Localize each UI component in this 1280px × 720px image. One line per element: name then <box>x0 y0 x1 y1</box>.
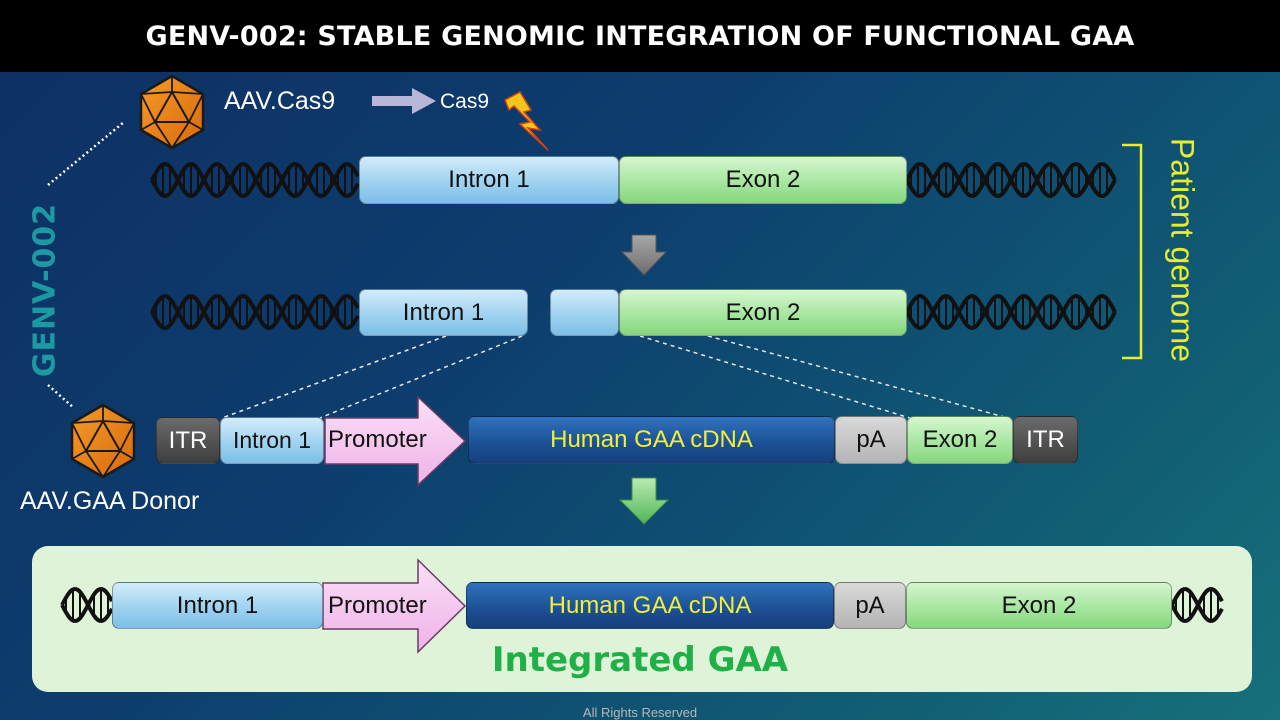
donor-itr-left: ITR <box>156 417 220 464</box>
cas9-arrow-icon <box>372 88 436 114</box>
down-arrow-green-icon <box>618 477 670 525</box>
aav-gaa-donor-label: AAV.GAA Donor <box>20 487 200 515</box>
donor-cdna: Human GAA cDNA <box>468 416 835 464</box>
genome-row1-exon: Exon 2 <box>619 156 907 204</box>
donor-intron: Intron 1 <box>220 417 324 464</box>
genome-row2-exon: Exon 2 <box>619 289 907 336</box>
result-cdna: Human GAA cDNA <box>466 582 834 629</box>
homology-lines <box>221 335 1009 419</box>
aav-cas9-virus-icon <box>139 74 205 150</box>
donor-promoter-label: Promoter <box>328 426 427 453</box>
promoter-arrow-donor <box>324 395 467 487</box>
integrated-gaa-caption: Integrated GAA <box>491 640 789 680</box>
genv-connector-top <box>47 121 125 186</box>
patient-genome-bracket <box>1122 143 1143 360</box>
genv-connector-bottom <box>47 384 75 409</box>
dna-helix-row2 <box>150 294 1117 330</box>
result-promoter-label: Promoter <box>328 592 427 619</box>
patient-genome-label: Patient genome <box>1164 137 1201 363</box>
aav-cas9-label: AAV.Cas9 <box>224 87 336 115</box>
aav-gaa-donor-virus-icon <box>70 403 136 479</box>
lightning-bolt-icon <box>504 91 549 151</box>
result-exon: Exon 2 <box>906 582 1172 629</box>
donor-pa: pA <box>835 416 907 464</box>
genome-row2-intron-left: Intron 1 <box>359 289 528 336</box>
donor-itr-right: ITR <box>1013 416 1078 464</box>
page-title: GENV-002: STABLE GENOMIC INTEGRATION OF … <box>145 20 1135 52</box>
result-pa: pA <box>834 582 906 629</box>
result-intron: Intron 1 <box>112 582 323 629</box>
genome-row2-intron-right <box>550 289 619 336</box>
title-bar: GENV-002: STABLE GENOMIC INTEGRATION OF … <box>0 0 1280 72</box>
donor-exon: Exon 2 <box>907 416 1013 464</box>
down-arrow-gray-icon <box>620 234 668 276</box>
genome-row1-intron: Intron 1 <box>359 156 619 204</box>
genv-002-side-label: GENV-002 <box>27 202 63 378</box>
copyright-footer: All Rights Reserved <box>582 705 698 720</box>
cas9-label: Cas9 <box>440 90 490 113</box>
dna-helix-row1 <box>150 162 1117 198</box>
